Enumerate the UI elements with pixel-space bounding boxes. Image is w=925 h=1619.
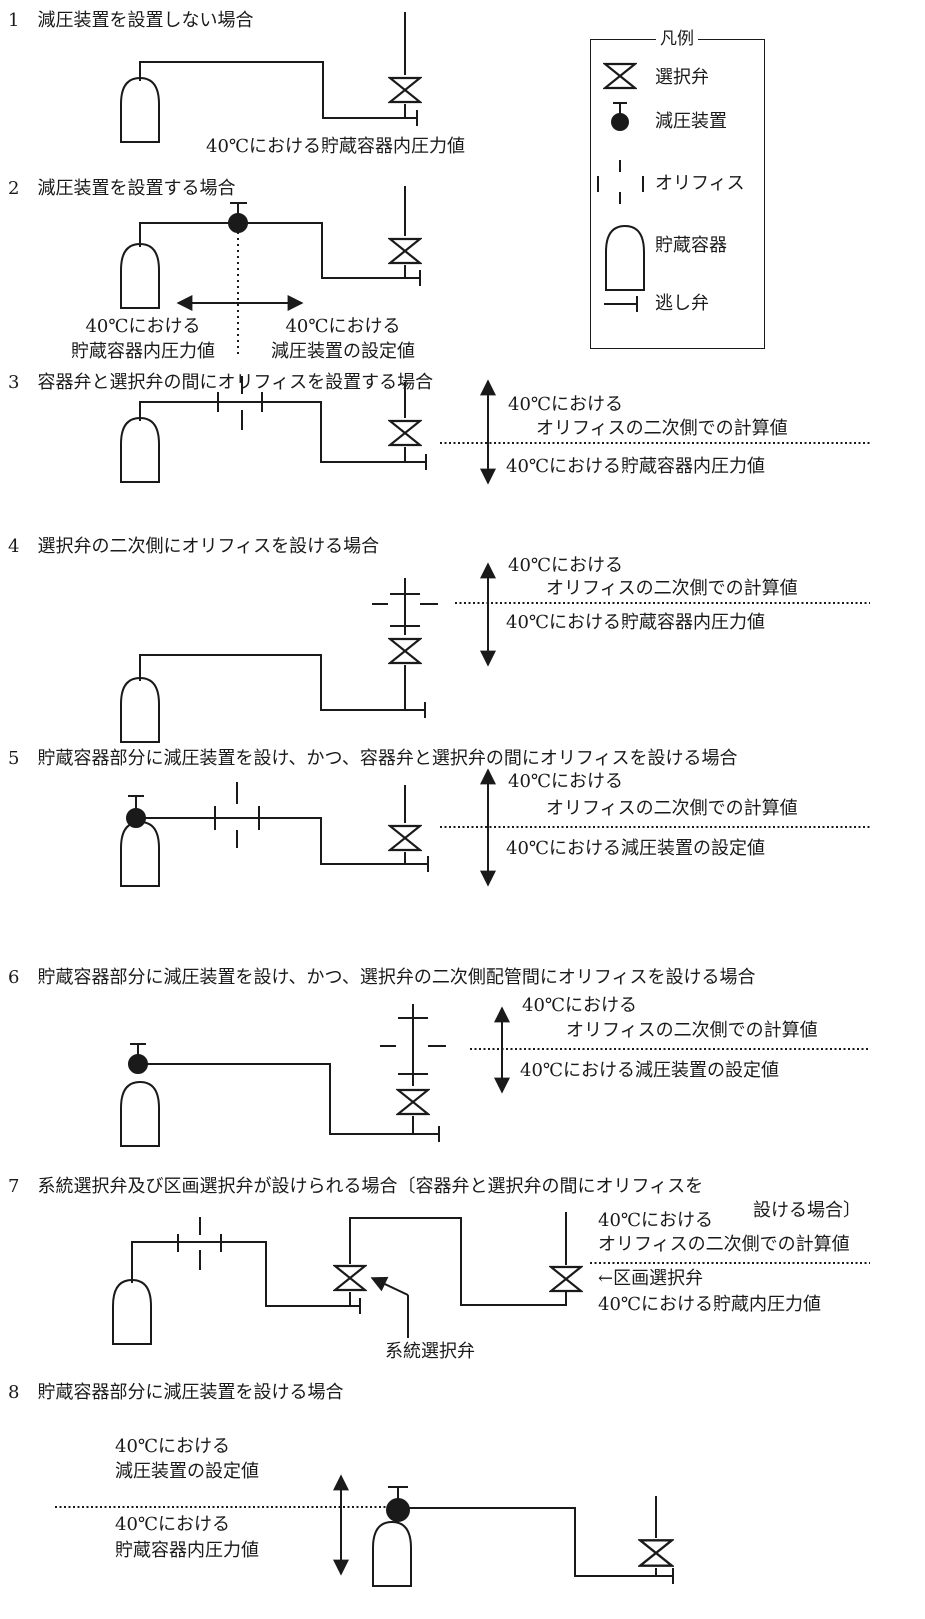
case7-upper-1: 40℃における xyxy=(598,1210,714,1231)
case3-upper-2: オリフィスの二次側での計算値 xyxy=(536,418,788,439)
case5-diagram xyxy=(120,768,870,887)
case8-title: 8 貯蔵容器部分に減圧装置を設ける場合 xyxy=(8,1382,344,1403)
case2-left-label-2: 貯蔵容器内圧力値 xyxy=(71,341,215,362)
case7-title: 7 系統選択弁及び区画選択弁が設けられる場合〔容器弁と選択弁の間にオリフィスを xyxy=(8,1176,704,1197)
case2-title: 2 減圧装置を設置する場合 xyxy=(8,178,236,199)
case2-left-label-1: 40℃における xyxy=(85,316,201,337)
case8-upper-2: 減圧装置の設定値 xyxy=(115,1461,259,1482)
case2-right-label-2: 減圧装置の設定値 xyxy=(271,341,415,362)
case8-diagram xyxy=(55,1474,674,1588)
case4-diagram xyxy=(120,562,870,743)
case4-lower: 40℃における貯蔵容器内圧力値 xyxy=(506,612,766,633)
case1-title: 1 減圧装置を設置しない場合 xyxy=(8,10,254,31)
case3-lower: 40℃における貯蔵容器内圧力値 xyxy=(506,456,766,477)
case6-diagram xyxy=(120,1004,870,1147)
case7-system-valve-label: 系統選択弁 xyxy=(385,1341,475,1362)
case3-title: 3 容器弁と選択弁の間にオリフィスを設置する場合 xyxy=(8,372,434,393)
legend-label-relief: 逃し弁 xyxy=(655,293,709,314)
case5-lower: 40℃における減圧装置の設定値 xyxy=(506,838,766,859)
case3-diagram xyxy=(120,376,870,485)
case1-diagram xyxy=(120,12,422,143)
legend-reducer-icon xyxy=(611,102,629,131)
case7-upper-2: オリフィスの二次側での計算値 xyxy=(598,1234,850,1255)
case4-title: 4 選択弁の二次側にオリフィスを設ける場合 xyxy=(8,536,380,557)
legend-label-tank: 貯蔵容器 xyxy=(655,235,727,256)
case6-upper-1: 40℃における xyxy=(522,995,638,1016)
legend-orifice-icon xyxy=(597,160,644,204)
case8-lower-1: 40℃における xyxy=(115,1514,231,1535)
legend-label-orifice: オリフィス xyxy=(655,173,745,194)
case2-diagram xyxy=(120,186,422,358)
case5-title: 5 貯蔵容器部分に減圧装置を設け、かつ、容器弁と選択弁の間にオリフィスを設ける場… xyxy=(8,748,738,769)
legend-label-reducer: 減圧装置 xyxy=(655,111,727,132)
case5-upper-2: オリフィスの二次側での計算値 xyxy=(546,798,798,819)
case4-upper-2: オリフィスの二次側での計算値 xyxy=(546,578,798,599)
case7-diagram xyxy=(112,1212,870,1345)
legend-relief-icon xyxy=(604,296,638,312)
case5-upper-1: 40℃における xyxy=(508,771,624,792)
case1-label: 40℃における貯蔵容器内圧力値 xyxy=(206,136,466,157)
case6-lower: 40℃における減圧装置の設定値 xyxy=(520,1060,780,1081)
legend-title: 凡例 xyxy=(656,28,698,50)
case4-upper-1: 40℃における xyxy=(508,555,624,576)
case7-lower: 40℃における貯蔵内圧力値 xyxy=(598,1294,822,1315)
case8-upper-1: 40℃における xyxy=(115,1436,231,1457)
case6-title: 6 貯蔵容器部分に減圧装置を設け、かつ、選択弁の二次側配管間にオリフィスを設ける… xyxy=(8,967,756,988)
case3-upper-1: 40℃における xyxy=(508,394,624,415)
case7-title-cont: 設ける場合〕 xyxy=(753,1200,861,1221)
case2-right-label-1: 40℃における xyxy=(285,316,401,337)
case6-upper-2: オリフィスの二次側での計算値 xyxy=(566,1020,818,1041)
case7-zone-valve-label: ←区画選択弁 xyxy=(598,1268,704,1289)
case8-lower-2: 貯蔵容器内圧力値 xyxy=(115,1540,259,1561)
legend-label-valve: 選択弁 xyxy=(655,67,709,88)
